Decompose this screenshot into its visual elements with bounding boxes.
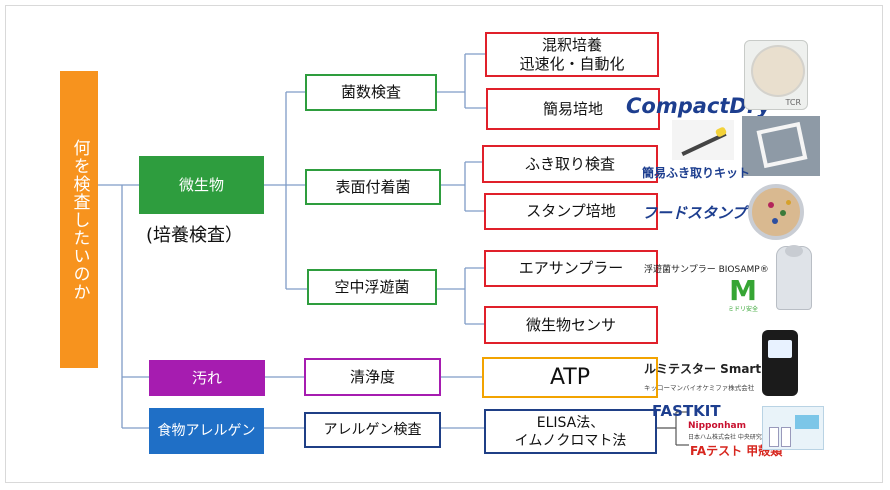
cleanliness-label: 清浄度	[349, 367, 395, 386]
simple-media-label: 簡易培地	[542, 99, 603, 118]
simple-media-box: 簡易培地	[486, 88, 660, 130]
airborne-label: 空中浮遊菌	[334, 277, 410, 296]
air-sampler-image	[776, 245, 812, 310]
nipponham-logo: Nipponham	[688, 421, 746, 431]
fa-test-logo: FAテスト 甲殻類	[690, 444, 783, 458]
surface-box: 表面付着菌	[305, 169, 441, 205]
wipe-test-label: ふき取り検査	[524, 154, 615, 173]
count-box: 菌数検査	[305, 74, 437, 111]
microbe-box: 微生物	[139, 156, 264, 214]
allergen-label: 食物アレルゲン	[157, 423, 256, 439]
wipe-test-box: ふき取り検査	[482, 145, 658, 183]
allergen-test-label: アレルゲン検査	[323, 421, 422, 438]
wipe-frame-image	[742, 116, 820, 176]
atp-box: ATP	[482, 357, 658, 398]
lumitester-logo: ルミテスター Smart	[644, 362, 762, 376]
count-label: 菌数検査	[340, 83, 401, 101]
dirt-box: 汚れ	[149, 360, 265, 396]
cleanliness-box: 清浄度	[304, 358, 441, 396]
air-sampler-label: エアサンプラー	[518, 259, 624, 277]
mixed-culture-label: 混釈培養 迅速化・自動化	[519, 35, 625, 73]
tcr-label: TCR	[785, 98, 801, 107]
surface-label: 表面付着菌	[335, 177, 411, 196]
biosamp-logo: 浮遊菌サンプラー BIOSAMP®	[644, 265, 769, 275]
fastkit-logo: FASTKIT	[652, 402, 721, 420]
root-label: 何を検査したいのか	[69, 138, 90, 301]
microbe-sublabel: (培養検査）	[146, 225, 244, 246]
stamp-media-label: スタンプ培地	[526, 202, 616, 220]
airborne-box: 空中浮遊菌	[307, 269, 437, 305]
dirt-label: 汚れ	[191, 368, 222, 387]
midori-logo: M ミドリ安全	[724, 277, 762, 313]
microbe-sensor-box: 微生物センサ	[484, 306, 658, 344]
allergen-test-box: アレルゲン検査	[304, 412, 441, 448]
mixed-culture-box: 混釈培養 迅速化・自動化	[485, 32, 659, 77]
elisa-box: ELISA法、 イムノクロマト法	[484, 409, 657, 454]
nipponham-sub: 日本ハム株式会社 中央研究所	[688, 434, 768, 441]
allergen-box: 食物アレルゲン	[149, 408, 264, 454]
swab-image	[672, 120, 734, 160]
root-box: 何を検査したいのか	[60, 71, 98, 368]
microbe-label: 微生物	[178, 175, 224, 194]
elisa-label: ELISA法、 イムノクロマト法	[514, 414, 627, 449]
lumitester-image	[762, 330, 798, 396]
allergen-kit-image	[762, 406, 824, 450]
stamp-media-box: スタンプ培地	[484, 193, 658, 230]
atp-label: ATP	[549, 365, 591, 390]
stamp-plate-image	[748, 184, 804, 240]
kikkoman-logo: キッコーマンバイオケミファ株式会社	[644, 384, 755, 392]
food-stamp-logo: フードスタンプ	[642, 204, 747, 222]
slide-frame	[5, 5, 883, 483]
wipe-kit-logo: 簡易ふき取りキット	[642, 166, 751, 180]
air-sampler-box: エアサンプラー	[484, 250, 658, 287]
microbe-sensor-label: 微生物センサ	[525, 315, 616, 334]
compactdry-plate-image: TCR	[744, 40, 808, 110]
